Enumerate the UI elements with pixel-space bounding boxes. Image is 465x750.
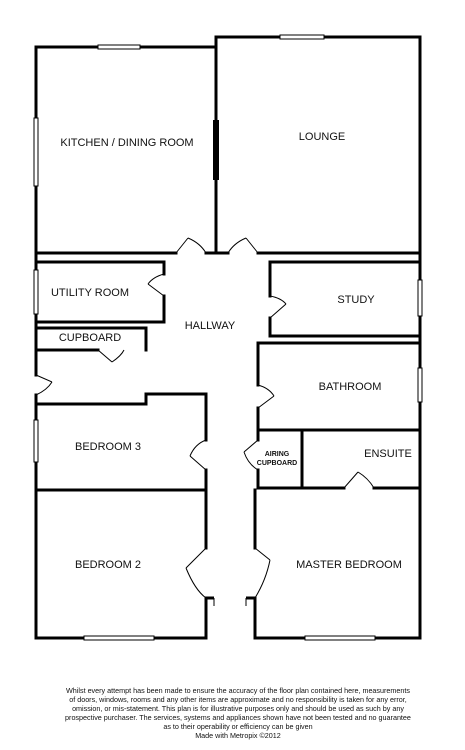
window-bathroom-right	[417, 367, 423, 403]
wall-utility	[34, 260, 166, 324]
door-lounge	[227, 237, 259, 254]
lounge-fireplace	[213, 120, 219, 180]
door-study	[269, 295, 287, 319]
door-hall-left	[35, 374, 53, 396]
label-kitchen: KITCHEN / DINING ROOM	[60, 137, 193, 149]
window-kitchen-left	[33, 117, 39, 187]
disclaimer-line: prospective purchaser. The services, sys…	[65, 713, 411, 722]
outer-wall-left-lower	[34, 393, 208, 640]
window-master-bottom	[304, 635, 376, 641]
outer-wall-bottom-right	[253, 488, 422, 640]
door-airing	[243, 439, 259, 471]
label-ensuite: ENSUITE	[364, 448, 412, 460]
window-kitchen-top	[97, 44, 141, 50]
disclaimer: Whilst every attempt has been made to en…	[28, 686, 448, 740]
door-bedroom3	[189, 439, 207, 471]
door-ensuite	[343, 471, 375, 489]
disclaimer-credit: Made with Metropix ©2012	[195, 731, 281, 740]
label-bedroom2: BEDROOM 2	[75, 559, 141, 571]
disclaimer-line: Whilst every attempt has been made to en…	[66, 686, 410, 695]
disclaimer-line: as to their operability or efficiency ca…	[163, 722, 313, 731]
wall-bedroom3	[34, 392, 208, 492]
disclaimer-line: of doors, windows, rooms and any other i…	[69, 695, 407, 704]
label-study: STUDY	[337, 294, 375, 306]
door-master	[254, 547, 271, 599]
door-entrance	[213, 598, 247, 606]
door-kitchen	[175, 237, 207, 254]
disclaimer-line: omission, or mis-statement. This plan is…	[72, 704, 404, 713]
door-utility	[147, 273, 165, 297]
window-bedroom2-bottom	[83, 635, 155, 641]
wall-study	[268, 260, 422, 338]
wall-airing	[256, 428, 304, 490]
door-bedroom2	[185, 547, 207, 599]
wall-cupboard	[34, 326, 148, 352]
label-lounge: LOUNGE	[299, 131, 345, 143]
window-utility-left	[33, 269, 39, 315]
window-lounge-top	[279, 34, 325, 40]
label-cupboard: CUPBOARD	[59, 332, 121, 344]
label-bedroom3: BEDROOM 3	[75, 441, 141, 453]
label-utility: UTILITY ROOM	[51, 287, 129, 299]
window-study-right	[417, 279, 423, 317]
window-bedroom3-left	[33, 419, 39, 463]
door-bathroom	[257, 384, 275, 409]
door-cupboard	[97, 349, 125, 363]
label-master: MASTER BEDROOM	[296, 559, 402, 571]
label-hallway: HALLWAY	[185, 320, 236, 332]
label-bathroom: BATHROOM	[319, 381, 382, 393]
label-airing-2: CUPBOARD	[257, 460, 297, 467]
label-airing-1: AIRING	[265, 451, 290, 458]
